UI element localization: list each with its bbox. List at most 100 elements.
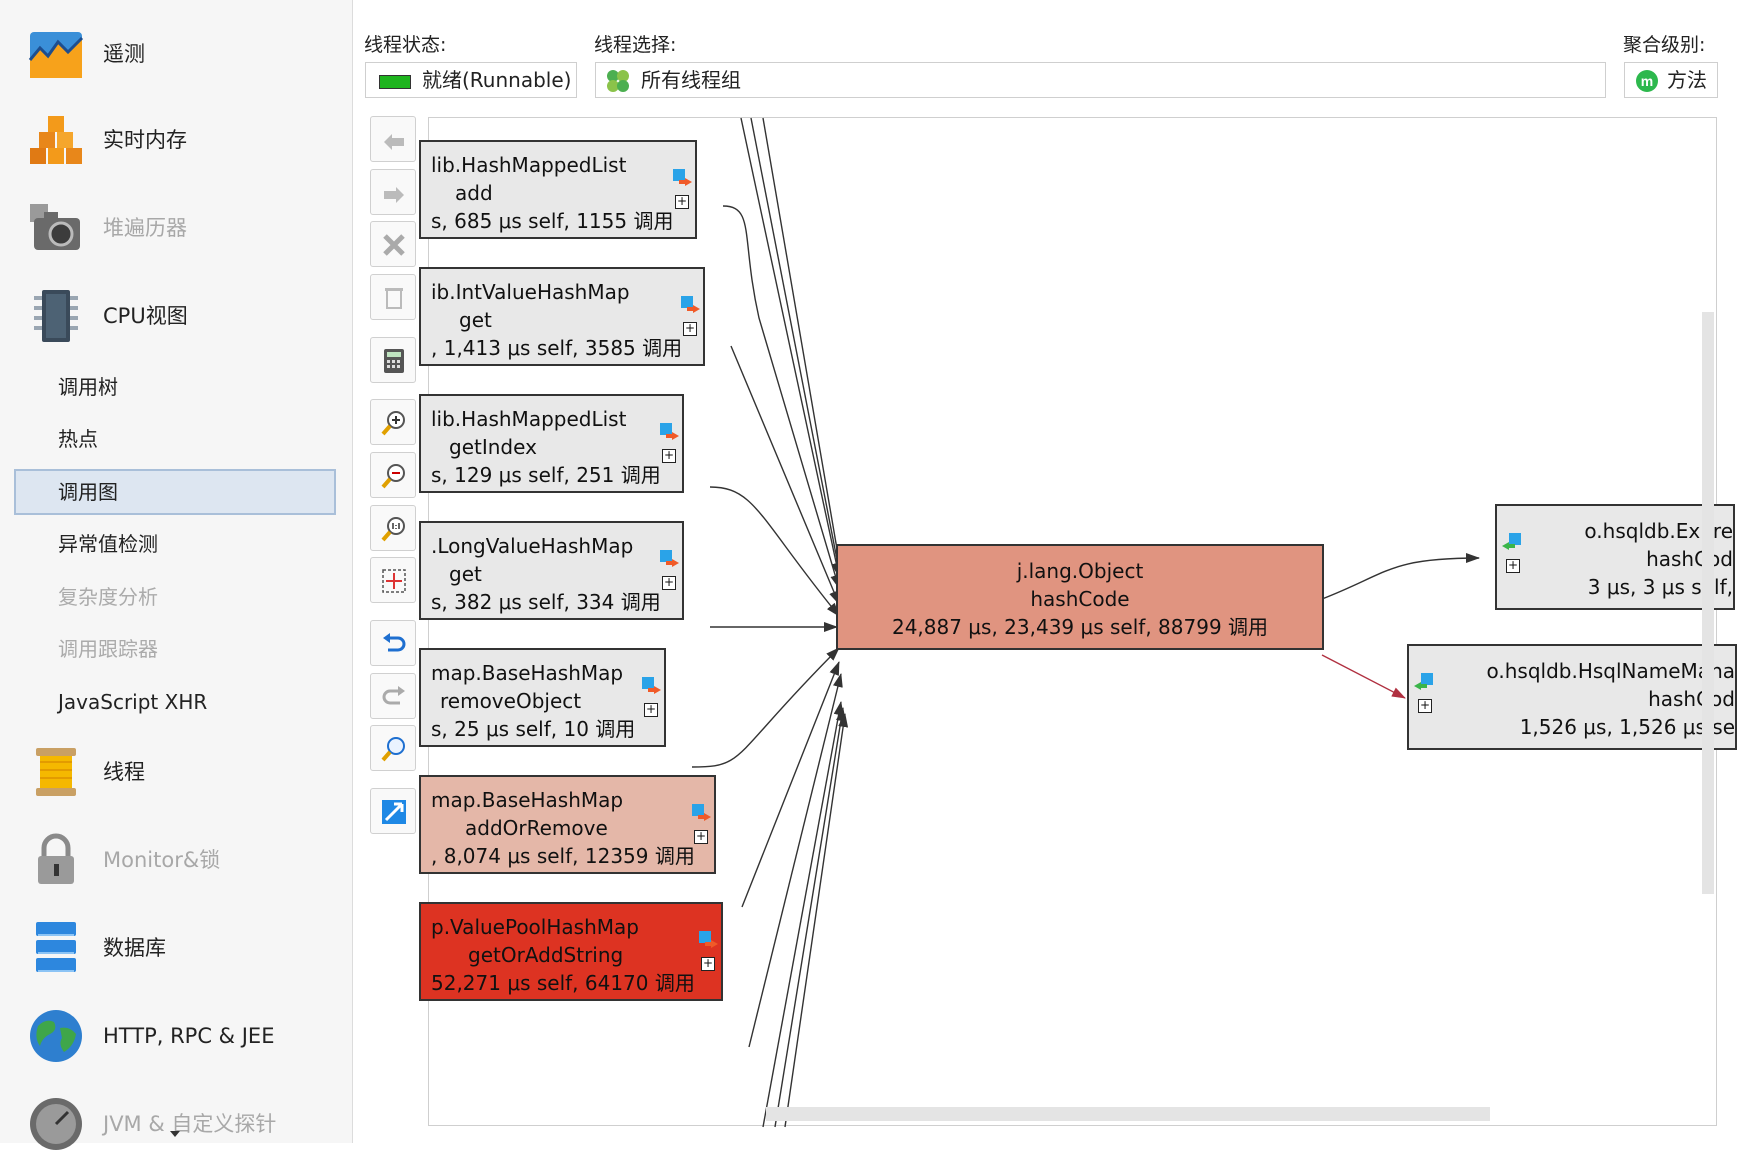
sidebar-subitem-javascript-xhr[interactable]: JavaScript XHR	[14, 679, 336, 725]
sidebar-subitem-call-graph[interactable]: 调用图	[14, 469, 336, 515]
find-button[interactable]	[370, 725, 416, 771]
vertical-scrollbar-thumb[interactable]	[1702, 312, 1714, 894]
clear-button[interactable]	[370, 274, 416, 320]
node-class-name: o.hsqldb.Expre	[1584, 519, 1733, 543]
expand-node-plus-button[interactable]: +	[1506, 558, 1520, 573]
back-arrow-icon	[384, 134, 404, 150]
sidebar-item-label: CPU视图	[103, 304, 188, 328]
expand-callees-icon[interactable]	[690, 803, 712, 823]
expand-graph-button[interactable]	[370, 788, 416, 834]
clear-trash-icon	[385, 288, 403, 309]
node-class-name: p.ValuePoolHashMap	[431, 915, 639, 939]
sidebar-item-label: 线程	[103, 760, 145, 784]
sidebar-subitem-complexity-analysis[interactable]: 复杂度分析	[14, 574, 336, 620]
sidebar-subitem-call-tree[interactable]: 调用树	[14, 364, 336, 410]
aggregation-level-label: 聚合级别:	[1623, 34, 1706, 56]
sidebar-subitem-call-tracer[interactable]: 调用跟踪器	[14, 626, 336, 672]
thread-state-select[interactable]: 就绪(Runnable)	[365, 62, 577, 98]
sidebar-item-http-rpc-jee[interactable]: HTTP, RPC & JEE	[0, 994, 352, 1078]
zoom-100-icon	[381, 517, 405, 542]
thread-group-icon	[607, 70, 629, 92]
node-class-name: map.BaseHashMap	[431, 788, 624, 812]
expand-node-plus-button[interactable]: +	[662, 448, 676, 463]
expand-node-plus-button[interactable]: +	[1418, 698, 1432, 713]
zoom-in-button[interactable]	[370, 399, 416, 445]
node-stats: 1,526 μs, 1,526 μs se	[1519, 715, 1735, 739]
fit-content-button[interactable]	[370, 557, 416, 603]
node-class-name: o.hsqldb.HsqlNameMana	[1486, 659, 1736, 683]
expand-node-plus-button[interactable]: +	[662, 575, 676, 590]
zoom-in-icon	[381, 411, 405, 436]
back-button[interactable]	[370, 116, 416, 162]
node-class-name: j.lang.Object	[1016, 559, 1144, 583]
sidebar-item-label: 遥测	[103, 42, 145, 66]
node-stats: 24,887 μs, 23,439 μs self, 88799 调用	[891, 615, 1269, 639]
sidebar-subitem-hot-spots[interactable]: 热点	[14, 416, 336, 462]
sidebar-item-heap-walker[interactable]: 堆遍历器	[0, 186, 352, 270]
call-edge	[1321, 553, 1480, 600]
delete-button[interactable]	[370, 221, 416, 267]
forward-arrow-icon	[384, 187, 404, 203]
thread-state-label: 线程状态:	[364, 34, 447, 56]
sidebar-subitem-label: 调用图	[58, 480, 118, 504]
scroll-down-arrow-icon[interactable]	[170, 1131, 180, 1137]
expand-node-plus-button[interactable]: +	[675, 194, 689, 209]
sidebar-item-telemetry[interactable]: 遥测	[0, 12, 352, 96]
thread-selection-value: 所有线程组	[641, 68, 741, 92]
sidebar-item-monitors-locks[interactable]: Monitor&锁	[0, 818, 352, 902]
sidebar-item-label: HTTP, RPC & JEE	[103, 1024, 275, 1048]
aggregation-level-select[interactable]: m 方法	[1624, 62, 1718, 98]
node-stats: , 1,413 μs self, 3585 调用	[431, 336, 683, 360]
sidebar-item-live-memory[interactable]: 实时内存	[0, 98, 352, 182]
sidebar-item-cpu-views[interactable]: CPU视图	[0, 274, 352, 358]
expand-node-plus-button[interactable]: +	[644, 702, 658, 717]
node-method-name: getIndex	[449, 435, 537, 459]
node-stats: , 8,074 μs self, 12359 调用	[431, 844, 695, 868]
call-edge	[750, 117, 844, 581]
expand-callees-icon[interactable]	[658, 422, 680, 442]
node-method-name: add	[455, 181, 493, 205]
undo-button[interactable]	[370, 620, 416, 666]
zoom-100-button[interactable]	[370, 505, 416, 551]
horizontal-scrollbar-thumb[interactable]	[766, 1107, 1490, 1121]
call-edge	[722, 205, 841, 589]
expand-node-plus-button[interactable]: +	[701, 956, 715, 971]
calculator-button[interactable]	[370, 337, 416, 383]
thread-selection-select[interactable]: 所有线程组	[595, 62, 1606, 98]
sidebar-item-databases[interactable]: 数据库	[0, 906, 352, 990]
node-class-name: .LongValueHashMap	[431, 534, 634, 558]
sidebar-item-threads[interactable]: 线程	[0, 730, 352, 814]
expand-callees-icon[interactable]	[679, 295, 701, 315]
call-edge	[748, 673, 843, 1048]
sidebar-item-jvm-custom-probes[interactable]: JVM & 自定义探针	[0, 1082, 352, 1166]
expand-node-plus-button[interactable]: +	[683, 321, 697, 336]
call-graph-edges	[691, 117, 1480, 1128]
call-edge	[691, 647, 840, 768]
redo-button[interactable]	[370, 673, 416, 719]
expand-node-plus-button[interactable]: +	[694, 829, 708, 844]
expand-callers-icon[interactable]	[1413, 672, 1435, 692]
expand-callees-icon[interactable]	[658, 549, 680, 569]
expand-callees-icon[interactable]	[697, 930, 719, 950]
zoom-out-button[interactable]	[370, 452, 416, 498]
method-m-icon: m	[1636, 70, 1658, 92]
expand-callees-icon[interactable]	[671, 168, 693, 188]
sidebar-subitem-label: 热点	[58, 427, 98, 451]
sidebar-subitem-outlier-detection[interactable]: 异常值检测	[14, 521, 336, 567]
node-method-name: hashCod	[1646, 547, 1733, 571]
forward-button[interactable]	[370, 169, 416, 215]
expand-callees-icon[interactable]	[640, 676, 662, 696]
expand-callers-icon[interactable]	[1501, 532, 1523, 552]
node-class-name: lib.HashMappedList	[431, 153, 627, 177]
